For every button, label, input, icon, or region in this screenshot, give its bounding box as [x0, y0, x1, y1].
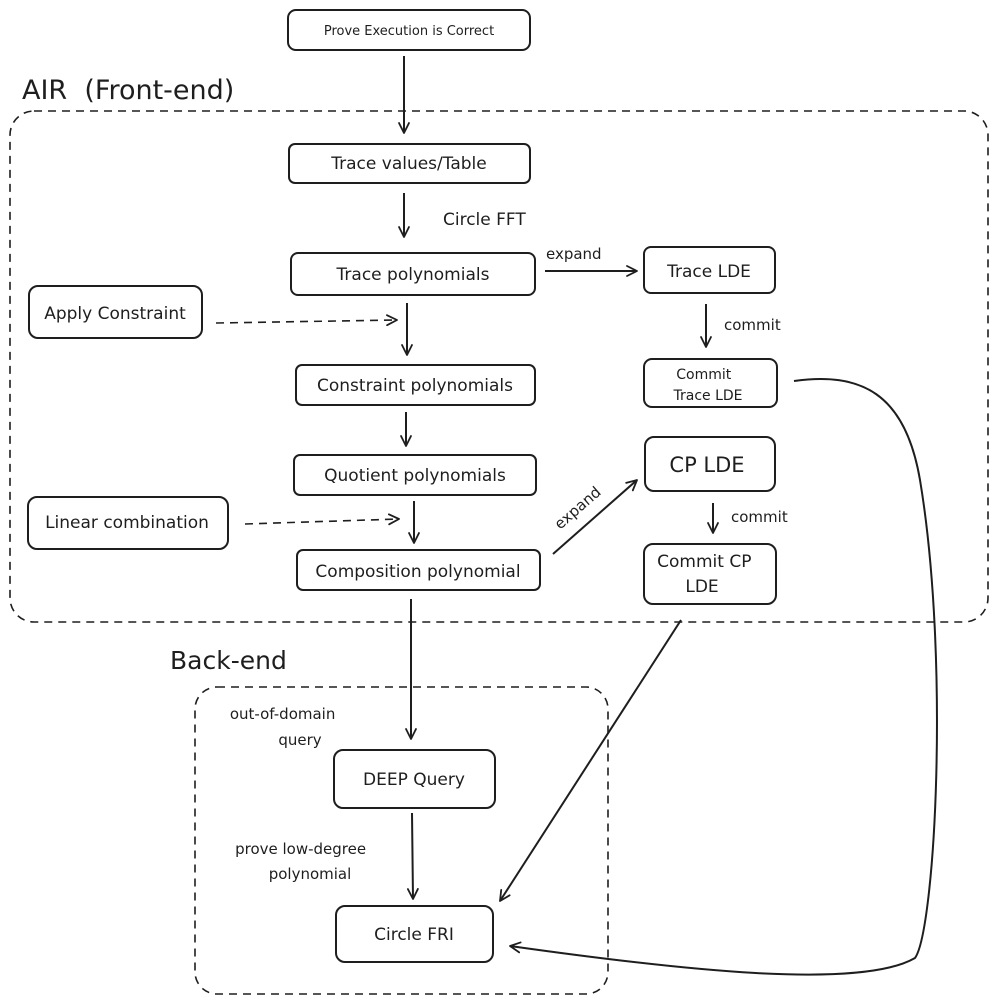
node-circle-fri: Circle FRI — [335, 905, 494, 963]
region-label-front-end: AIR (Front-end) — [22, 75, 234, 106]
node-label-apply-constraint: Apply Constraint — [44, 304, 186, 324]
edge-commit-cp-to-circle-fri — [499, 619, 682, 902]
region-front-end — [9, 110, 989, 623]
node-label-trace-lde: Trace LDE — [666, 262, 751, 282]
node-label-commit-cp-lde: Commit CP LDE — [657, 552, 757, 597]
node-label-commit-trace-lde: Commit Trace LDE — [672, 367, 742, 404]
edge-label-query-line: query — [278, 731, 321, 749]
node-deep-query: DEEP Query — [333, 749, 496, 809]
node-apply-constraint: Apply Constraint — [28, 285, 203, 339]
edge-deep-query-to-circle-fri — [406, 812, 419, 900]
node-prove-execution: Prove Execution is Correct — [287, 9, 531, 51]
node-label-commit-cp-lde-line-2: LDE — [685, 577, 718, 597]
node-constraint-polynomials: Constraint polynomials — [295, 364, 536, 406]
edge-label-polynomial-line: polynomial — [269, 865, 352, 883]
edge-label-circle-fft: Circle FFT — [443, 210, 526, 230]
node-label-constraint-polynomials: Constraint polynomials — [317, 376, 513, 396]
node-cp-lde: CP LDE — [644, 436, 776, 492]
region-label-back-end: Back-end — [170, 646, 287, 675]
node-quotient-polynomials: Quotient polynomials — [293, 454, 537, 496]
node-label-composition-polynomial: Composition polynomial — [315, 562, 520, 582]
region-back-end — [194, 686, 609, 995]
edge-label-out-of-domain-query: out-of-domain query — [230, 705, 340, 749]
node-label-prove-execution: Prove Execution is Correct — [324, 24, 494, 39]
edge-label-commit-trace: commit — [724, 316, 781, 334]
node-label-commit-trace-lde-line-2: Trace LDE — [672, 388, 742, 404]
node-label-deep-query: DEEP Query — [363, 770, 465, 790]
edge-label-out-of-domain-line: out-of-domain — [230, 705, 335, 723]
node-trace-polynomials: Trace polynomials — [290, 252, 536, 296]
node-linear-combination: Linear combination — [27, 496, 229, 550]
node-label-commit-trace-lde-line-1: Commit — [676, 367, 732, 383]
edge-label-expand-cp: expand — [551, 483, 605, 533]
edge-label-commit-cp: commit — [731, 508, 788, 526]
node-trace-lde: Trace LDE — [643, 246, 776, 294]
edge-label-prove-low-degree-line: prove low-degree — [235, 840, 366, 858]
node-label-cp-lde: CP LDE — [669, 453, 744, 477]
edge-label-expand-trace: expand — [546, 245, 602, 263]
node-commit-trace-lde: Commit Trace LDE — [643, 358, 778, 408]
node-commit-cp-lde: Commit CP LDE — [643, 543, 777, 605]
node-label-trace-polynomials: Trace polynomials — [336, 265, 490, 285]
node-label-quotient-polynomials: Quotient polynomials — [324, 466, 506, 486]
edge-linear-combination-dashed — [244, 513, 400, 526]
node-label-trace-values-table: Trace values/Table — [330, 154, 486, 174]
node-composition-polynomial: Composition polynomial — [296, 549, 541, 591]
edge-label-prove-low-degree: prove low-degree polynomial — [235, 840, 371, 883]
edge-composition-to-cp-lde — [552, 479, 638, 555]
node-label-commit-cp-lde-line-1: Commit CP — [657, 552, 751, 572]
node-label-linear-combination: Linear combination — [45, 513, 209, 533]
node-trace-values-table: Trace values/Table — [288, 143, 531, 184]
node-label-circle-fri: Circle FRI — [374, 925, 454, 945]
edge-apply-constraint-dashed — [215, 314, 398, 327]
edge-commit-trace-to-circle-fri — [509, 378, 938, 976]
